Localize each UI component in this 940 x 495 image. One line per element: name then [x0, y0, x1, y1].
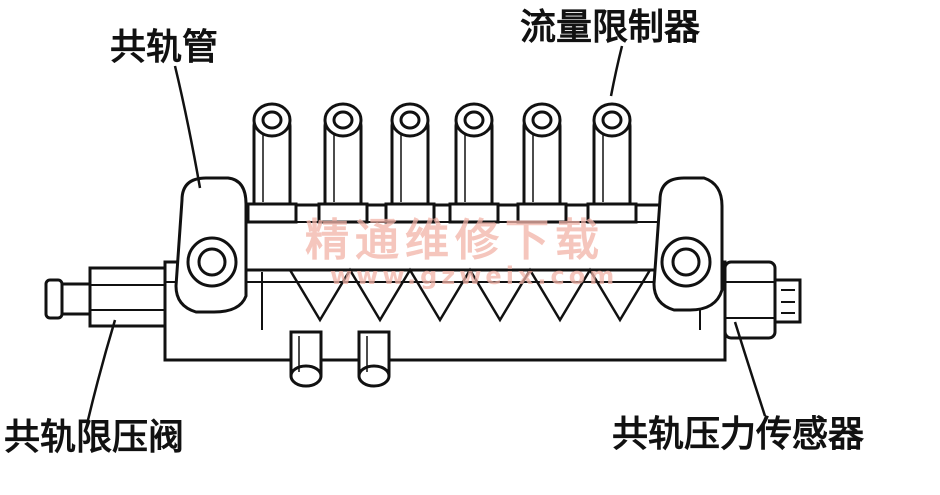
right-elbow	[652, 176, 724, 312]
pressure-limiting-valve	[44, 266, 167, 328]
leader-pressure-sensor	[733, 321, 767, 417]
leader-flow-limiter	[609, 45, 624, 97]
watermark: 精通维修下载 www.gzweix.com	[305, 215, 618, 290]
label-rail-pressure-limiting-valve: 共轨限压阀	[4, 417, 185, 458]
leader-rail-pipe	[173, 65, 202, 189]
label-common-rail-pipe: 共轨管	[110, 27, 219, 68]
rail-pressure-sensor	[723, 260, 802, 340]
label-flow-limiter: 流量限制器	[520, 7, 701, 48]
watermark-title: 精通维修下载	[305, 215, 605, 266]
leader-limit-valve	[86, 319, 117, 421]
watermark-url: www.gzweix.com	[330, 262, 618, 290]
left-elbow	[174, 176, 248, 314]
label-rail-pressure-sensor: 共轨压力传感器	[612, 414, 865, 455]
leader-lines	[86, 45, 767, 421]
